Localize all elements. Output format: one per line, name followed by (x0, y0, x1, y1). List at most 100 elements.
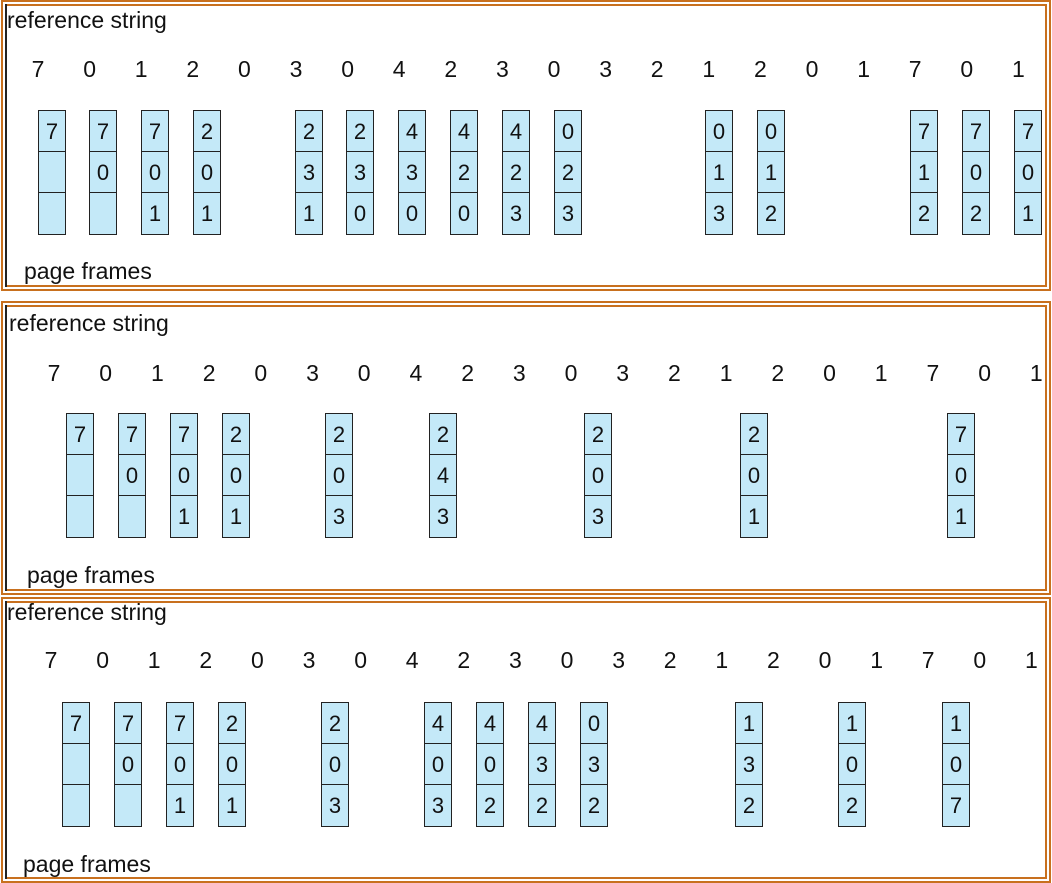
frame-cell: 3 (399, 152, 425, 193)
frame-cell: 7 (949, 793, 963, 818)
reference-string-item: 2 (753, 56, 767, 82)
frame-cell: 2 (917, 201, 931, 226)
reference-string-item: 7 (908, 56, 922, 82)
reference-string-item: 3 (302, 647, 316, 673)
frame-cell: 1 (173, 793, 187, 818)
reference-string-item: 1 (715, 647, 729, 673)
frame-cell: 3 (436, 504, 450, 529)
reference-string-item: 2 (457, 647, 471, 673)
reference-string-item: 4 (409, 360, 423, 386)
reference-string-item: 1 (1029, 360, 1043, 386)
page-frames-label: page frames (27, 562, 155, 588)
frame-column: 7 (62, 702, 90, 827)
frame-cell: 2 (587, 793, 601, 818)
frame-cell (63, 744, 89, 785)
frame-cell: 2 (194, 111, 220, 152)
frame-cell: 2 (326, 414, 352, 455)
frame-cell: 0 (581, 703, 607, 744)
reference-string-item: 0 (354, 647, 367, 673)
frame-cell: 7 (963, 111, 989, 152)
frame-cell: 3 (431, 793, 445, 818)
panel-left-rule (5, 305, 7, 591)
frame-cell: 0 (223, 455, 249, 496)
frame-cell: 2 (223, 414, 249, 455)
frame-cell: 0 (585, 455, 611, 496)
frame-cell: 0 (115, 744, 141, 785)
frame-cell: 4 (399, 111, 425, 152)
frame-cell: 3 (736, 744, 762, 785)
reference-string-item: 0 (978, 360, 991, 386)
reference-string-item: 0 (250, 647, 264, 673)
frame-cell: 2 (742, 793, 756, 818)
frame-cell: 1 (229, 504, 243, 529)
frame-cell: 2 (322, 703, 348, 744)
frame-cell: 1 (911, 152, 937, 193)
reference-string-item: 0 (99, 360, 113, 386)
reference-string-label: reference string (7, 599, 167, 625)
reference-string-item: 0 (83, 56, 96, 82)
frame-cell: 1 (225, 793, 239, 818)
frame-cell: 2 (296, 111, 322, 152)
panel-left-rule (5, 4, 7, 287)
frame-cell: 3 (561, 201, 575, 226)
panel-outer-border (1, 0, 1051, 291)
reference-string-item: 1 (150, 360, 164, 386)
reference-string-item: 4 (405, 647, 419, 673)
frame-cell: 4 (451, 111, 477, 152)
reference-string-item: 3 (289, 56, 303, 82)
reference-string-item: 1 (857, 56, 870, 82)
reference-string-item: 3 (612, 647, 625, 673)
frame-cell: 2 (219, 703, 245, 744)
frame-cell: 7 (90, 111, 116, 152)
frame-cell: 0 (353, 201, 367, 226)
frame-cell: 7 (911, 111, 937, 152)
frame-cell: 2 (741, 414, 767, 455)
reference-string-item: 0 (960, 56, 974, 82)
frame-cell: 1 (200, 201, 214, 226)
reference-string-item: 2 (199, 647, 213, 673)
frame-column: 7 (66, 413, 94, 538)
reference-string-item: 1 (134, 56, 148, 82)
frame-cell: 2 (451, 152, 477, 193)
frame-cell: 1 (943, 703, 969, 744)
reference-string-item: 2 (186, 56, 200, 82)
frame-cell: 2 (764, 201, 778, 226)
frame-cell: 7 (115, 703, 141, 744)
reference-string-item: 2 (650, 56, 664, 82)
reference-string-item: 1 (719, 360, 733, 386)
frame-cell: 2 (503, 152, 529, 193)
reference-string-item: 2 (667, 360, 681, 386)
frame-cell: 3 (347, 152, 373, 193)
panel-inner-border (5, 305, 1047, 591)
frame-cell: 0 (425, 744, 451, 785)
frame-cell: 3 (509, 201, 523, 226)
reference-string-item: 2 (461, 360, 474, 386)
frame-cell: 0 (90, 152, 116, 193)
frame-cell: 7 (1015, 111, 1041, 152)
reference-string-item: 1 (870, 647, 883, 673)
frame-cell (39, 193, 65, 234)
frame-cell: 1 (1021, 201, 1035, 226)
reference-string-item: 2 (444, 56, 458, 82)
reference-string-item: 7 (31, 56, 45, 82)
frame-cell: 3 (328, 793, 342, 818)
frame-cell: 0 (457, 201, 471, 226)
frame-cell: 4 (430, 455, 456, 496)
frame-cell: 0 (405, 201, 419, 226)
